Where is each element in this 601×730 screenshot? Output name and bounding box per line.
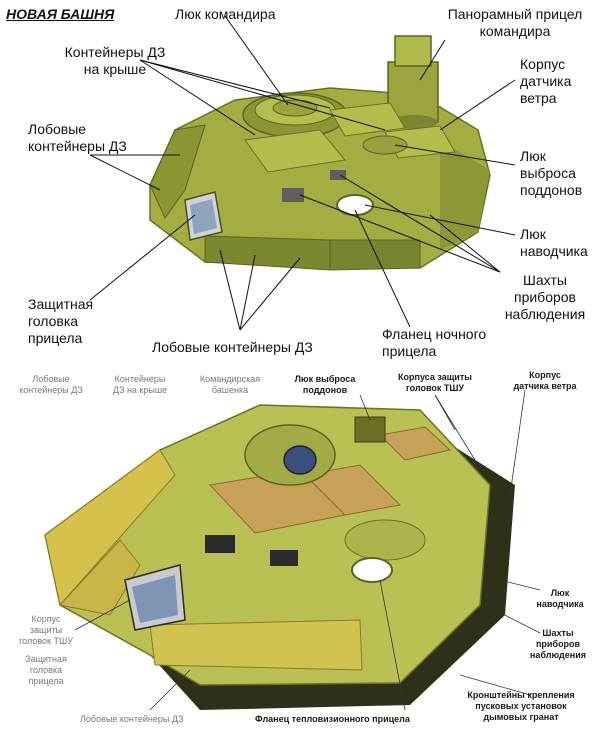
label-gunner-hatch: Люк наводчика	[520, 226, 588, 260]
label-b-tshu-heads-housing: Корпуса защиты головок ТШУ	[398, 372, 472, 393]
label-b-frontal-era: Лобовые контейнеры ДЗ	[19, 374, 83, 395]
bottom-leader-lines	[74, 389, 541, 711]
label-b-gunner-hatch: Люк наводчика	[536, 588, 584, 609]
label-b-sight-head: Защитная головка прицела	[25, 654, 67, 686]
label-b-wind-sensor: Корпус датчика ветра	[513, 370, 577, 391]
label-b-periscope-shafts: Шахты приборов наблюдения	[530, 628, 586, 660]
label-b-thermal-sight-flange: Фланец тепловизионного прицела	[255, 714, 410, 724]
bottom-turret-illustration	[44, 389, 541, 711]
label-frontal-era-upper: Лобовые контейнеры ДЗ	[28, 121, 127, 155]
label-sight-head: Защитная головка прицела	[28, 296, 94, 347]
label-b-smoke-brackets: Кронштейны крепления пусковых установок …	[467, 690, 575, 722]
label-b-commander-cupola: Командирская башенка	[199, 374, 261, 395]
label-night-sight-flange: Фланец ночного прицела	[382, 326, 487, 360]
label-b-frontal-era-bottom: Лобовые контейнеры ДЗ	[80, 714, 184, 724]
top-leader-lines	[89, 15, 516, 331]
label-panoramic-sight: Панорамный прицел командира	[447, 6, 583, 40]
top-turret-illustration	[89, 15, 516, 331]
page-title: НОВАЯ БАШНЯ	[6, 6, 115, 22]
label-wind-sensor: Корпус датчика ветра	[520, 56, 572, 107]
label-frontal-era-lower: Лобовые контейнеры ДЗ	[152, 339, 313, 355]
label-commander-hatch: Люк командира	[175, 6, 276, 22]
label-periscope-shafts: Шахты приборов наблюдения	[504, 272, 586, 323]
top-turret-body	[149, 35, 491, 271]
label-roof-era: Контейнеры ДЗ на крыше	[64, 44, 166, 78]
label-pallet-hatch: Люк выброса поддонов	[520, 148, 583, 199]
bottom-turret-body	[44, 404, 515, 710]
label-b-tshu-housing: Корпус защиты головок ТШУ	[19, 614, 73, 646]
label-b-pallet-hatch: Люк выброса поддонов	[294, 374, 356, 395]
label-b-roof-era: Контейнеры ДЗ на крыше	[112, 374, 168, 395]
